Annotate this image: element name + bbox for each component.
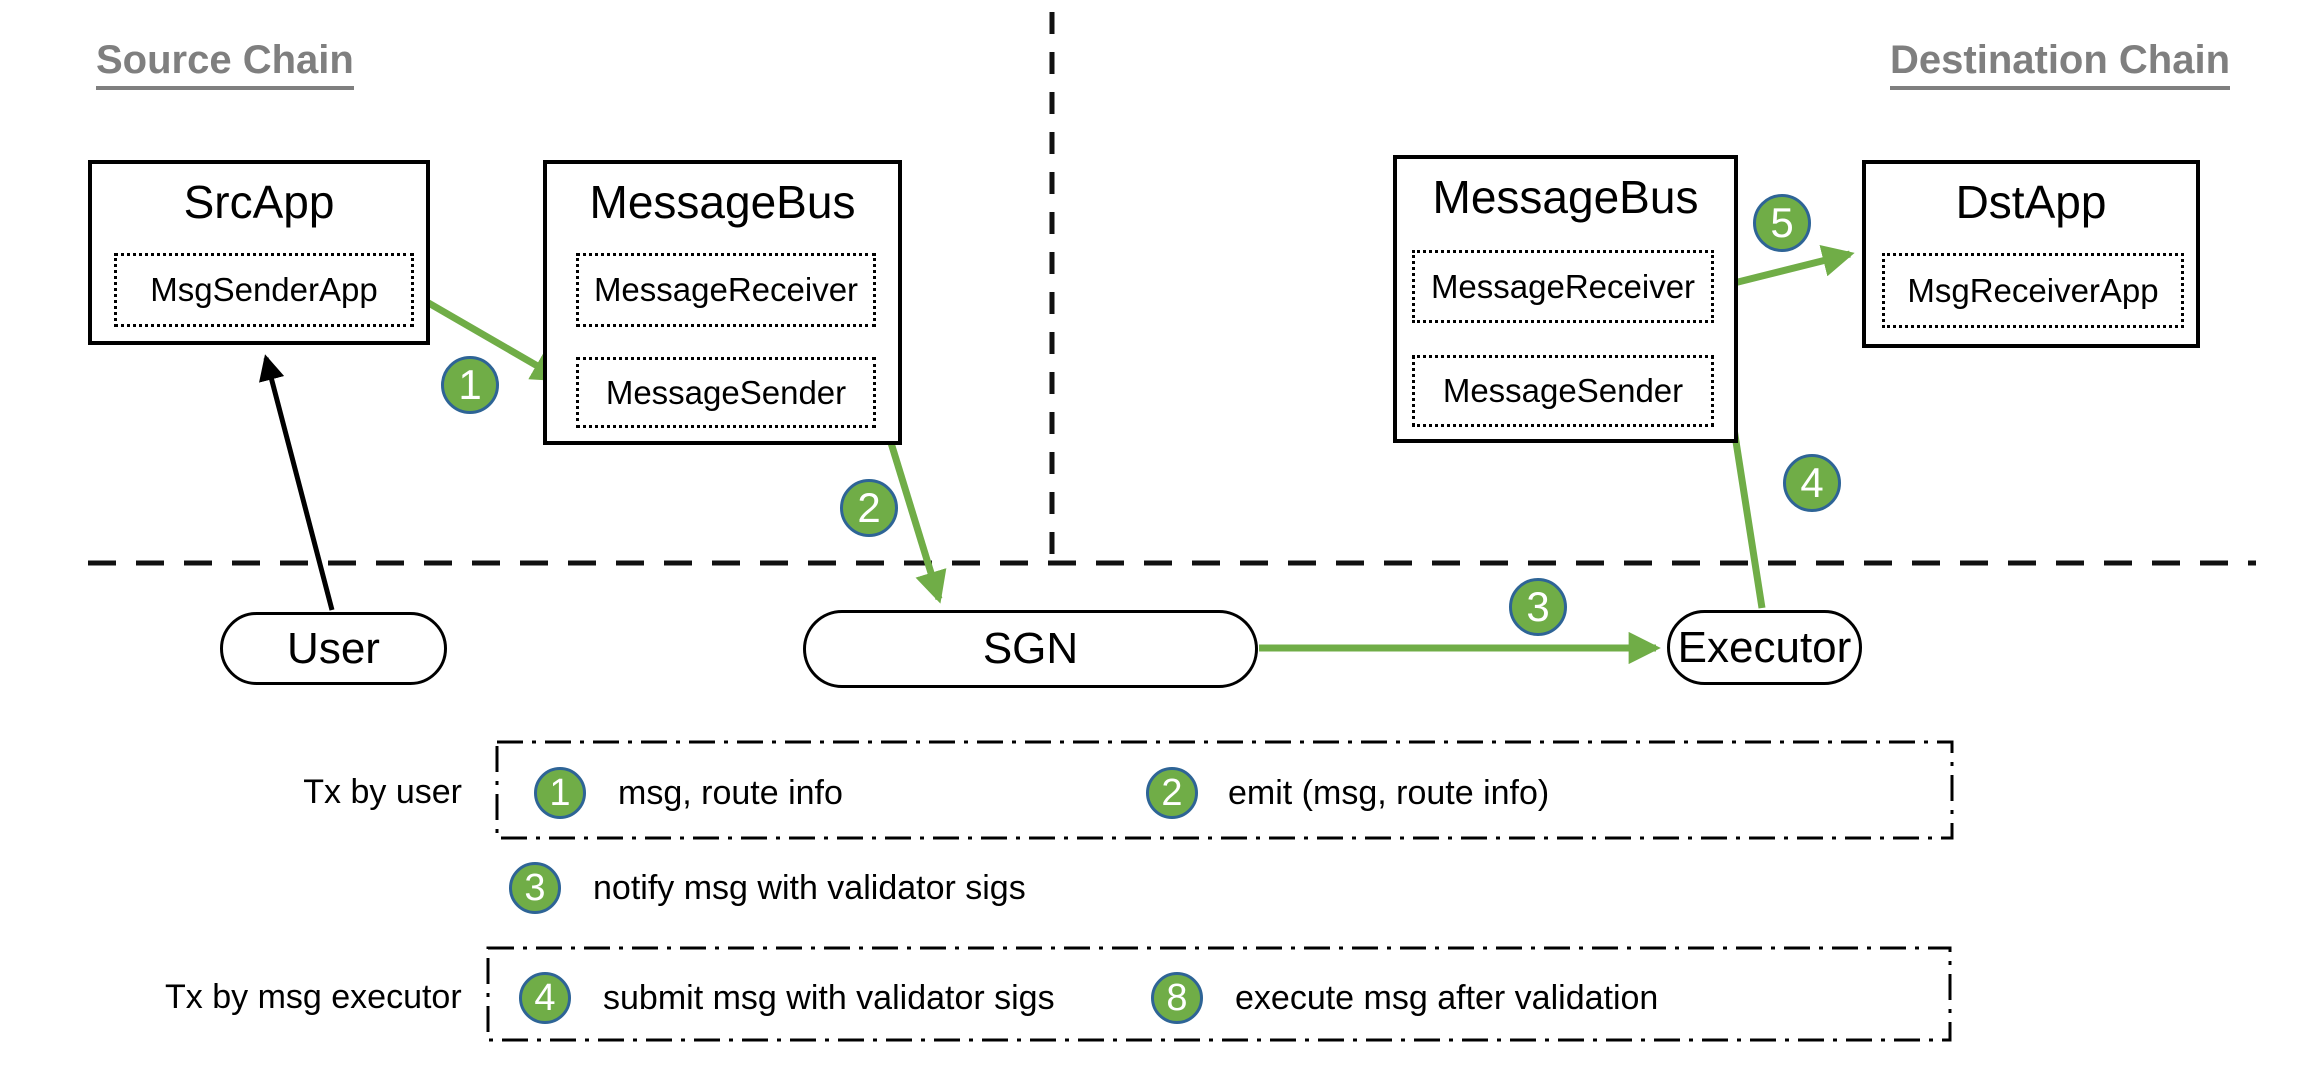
dstapp-title: DstApp xyxy=(1955,176,2107,228)
srcapp-title: SrcApp xyxy=(183,176,335,228)
legend-badge-4: 4 xyxy=(519,972,571,1024)
legend-text-2: emit (msg, route info) xyxy=(1228,774,1550,812)
srcapp-box: SrcApp MsgSenderApp xyxy=(88,160,430,345)
legend-box-tx-by-user xyxy=(495,740,1954,840)
executor-label: Executor xyxy=(1677,622,1852,672)
msgsenderapp-box: MsgSenderApp xyxy=(114,253,414,327)
arrow-step-1 xyxy=(411,290,565,383)
msgreceiverapp-label: MsgReceiverApp xyxy=(1907,271,2159,309)
legend-label-tx-by-user: Tx by user xyxy=(303,773,462,811)
dstapp-box: DstApp MsgReceiverApp xyxy=(1862,160,2200,348)
legend-text-3: notify msg with validator sigs xyxy=(593,869,1026,907)
legend-badge-1: 1 xyxy=(534,767,586,819)
messagesender-source-label: MessageSender xyxy=(605,373,847,411)
legend-text-1: msg, route info xyxy=(618,774,843,812)
messagesender-source-box: MessageSender xyxy=(576,357,876,428)
messagereceiver-dest-label: MessageReceiver xyxy=(1430,267,1696,305)
messagebus-dest-title: MessageBus xyxy=(1432,171,1699,223)
legend-text-8: execute msg after validation xyxy=(1235,979,1659,1017)
legend-badge-8: 8 xyxy=(1151,972,1203,1024)
msgsenderapp-label: MsgSenderApp xyxy=(150,271,378,308)
arrow-user-to-srcapp xyxy=(259,354,335,611)
messagereceiver-source-box: MessageReceiver xyxy=(576,253,876,327)
step-badge-2: 2 xyxy=(840,479,898,537)
messagebus-source-box: MessageBus MessageReceiver MessageSender xyxy=(543,160,902,445)
step-badge-3: 3 xyxy=(1509,578,1567,636)
msgreceiverapp-box: MsgReceiverApp xyxy=(1882,253,2184,328)
legend-text-4: submit msg with validator sigs xyxy=(603,979,1055,1017)
messagereceiver-dest-box: MessageReceiver xyxy=(1412,250,1714,323)
destination-chain-title: Destination Chain xyxy=(1890,38,2231,90)
sgn-label: SGN xyxy=(982,624,1079,673)
messagesender-dest-label: MessageSender xyxy=(1442,372,1684,409)
legend-badge-3: 3 xyxy=(509,862,561,914)
legend-label-tx-by-executor: Tx by msg executor xyxy=(165,978,462,1016)
user-pill: User xyxy=(220,612,447,685)
source-chain-title: Source Chain xyxy=(96,38,354,90)
messagebus-dest-box: MessageBus MessageReceiver MessageSender xyxy=(1393,155,1738,443)
messagereceiver-source-label: MessageReceiver xyxy=(593,271,859,308)
step-badge-1: 1 xyxy=(441,356,499,414)
messagebus-source-title: MessageBus xyxy=(589,176,856,228)
user-label: User xyxy=(287,623,380,673)
messagesender-dest-box: MessageSender xyxy=(1412,355,1714,427)
step-badge-4: 4 xyxy=(1783,454,1841,512)
step-badge-5: 5 xyxy=(1753,194,1811,252)
legend-box-tx-by-executor xyxy=(486,946,1952,1042)
sgn-pill: SGN xyxy=(803,610,1258,688)
legend-badge-2: 2 xyxy=(1146,767,1198,819)
executor-pill: Executor xyxy=(1667,610,1862,685)
